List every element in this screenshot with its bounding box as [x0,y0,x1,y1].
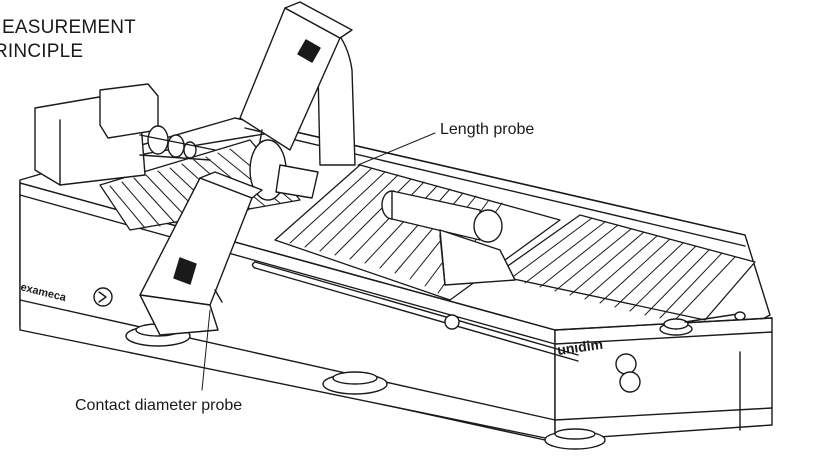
contact-probe-leader [201,309,211,391]
right-lever [659,311,746,336]
length-probe-label: Length probe [440,121,535,138]
length-probe-leader [357,132,436,166]
contact-diameter-probe-label: Contact diameter probe [75,397,243,414]
lower-probe-arm [139,171,263,336]
left-logo-mark [93,287,113,307]
title-line-1: EASUREMENT [2,17,136,38]
title-line-2: RINCIPLE [0,41,84,62]
upper-probe-arm [239,1,356,211]
right-logo-text: unidim [556,336,604,358]
guide-slot [251,261,579,362]
right-logo-mark [615,353,641,393]
right-table-section [494,214,756,321]
headstock [34,83,216,186]
leader-lines [201,132,436,391]
tailstock [381,190,516,286]
